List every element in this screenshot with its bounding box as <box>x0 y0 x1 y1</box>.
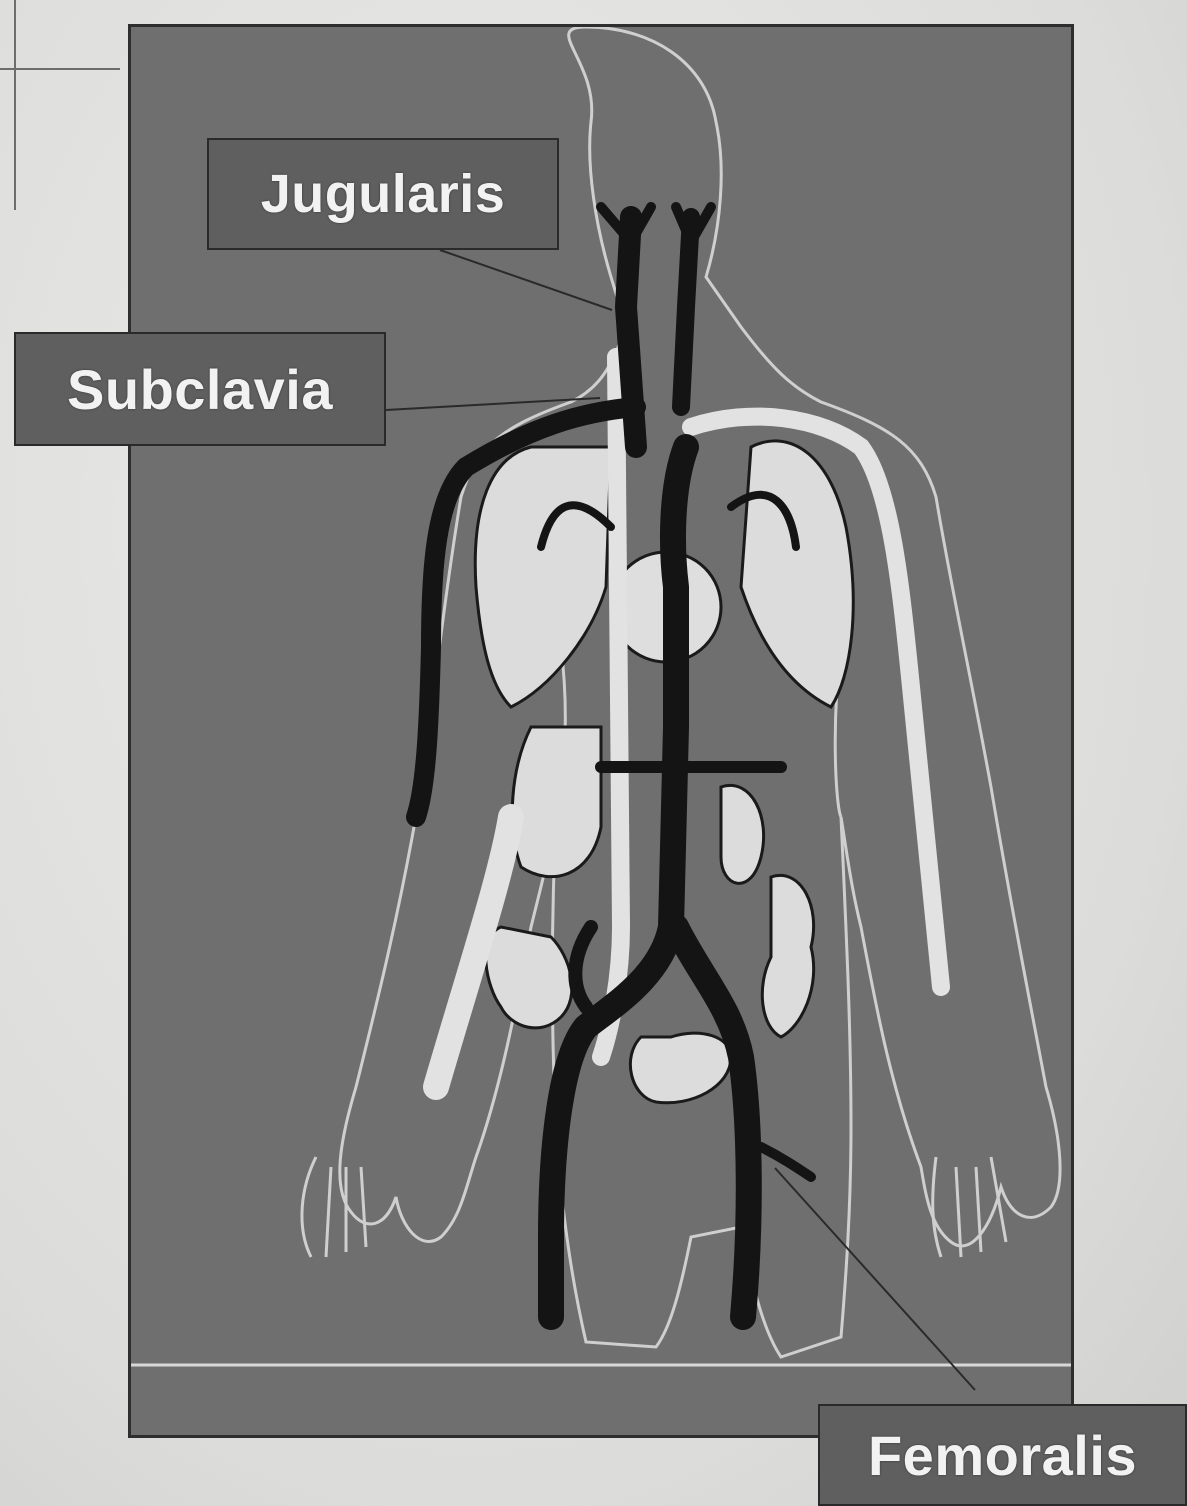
crop-mark <box>14 0 16 210</box>
hands <box>302 1157 1006 1257</box>
label-jugularis: Jugularis <box>207 138 559 250</box>
crop-mark <box>0 68 120 70</box>
label-femoralis: Femoralis <box>818 1404 1187 1506</box>
label-subclavia: Subclavia <box>14 332 386 446</box>
